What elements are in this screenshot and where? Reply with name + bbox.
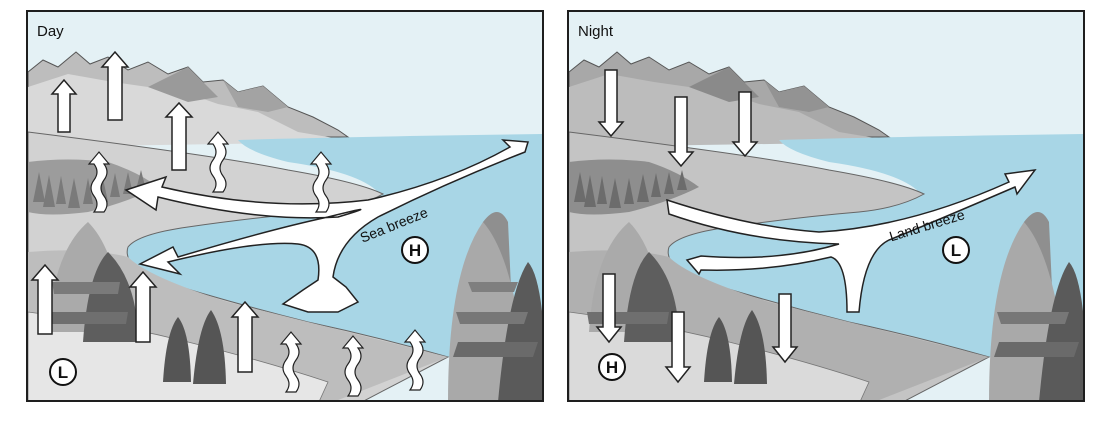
day-panel-title: Day — [37, 23, 64, 40]
day-scene: Sea breeze H L — [28, 12, 542, 400]
land-breeze-arrow — [666, 169, 1037, 313]
sea-breeze-arrow — [124, 139, 529, 313]
night-panel-title: Night — [578, 23, 614, 40]
day-panel: Day — [26, 10, 544, 402]
sinking-air-arrows — [595, 69, 799, 384]
night-scene: Land breeze L H — [569, 12, 1083, 400]
night-high-label: H — [606, 358, 618, 377]
night-panel: Night — [567, 10, 1085, 402]
right-trees — [448, 212, 542, 400]
day-low-label: L — [58, 363, 68, 382]
heat-wavy-arrows — [87, 131, 427, 397]
low-pressure-icon — [49, 358, 77, 386]
rising-air-arrows — [30, 50, 260, 373]
low-pressure-icon — [942, 236, 970, 264]
day-high-label: H — [409, 241, 421, 260]
night-low-label: L — [951, 241, 961, 260]
left-trees — [46, 222, 138, 342]
high-pressure-icon — [401, 236, 429, 264]
high-pressure-icon — [598, 353, 626, 381]
